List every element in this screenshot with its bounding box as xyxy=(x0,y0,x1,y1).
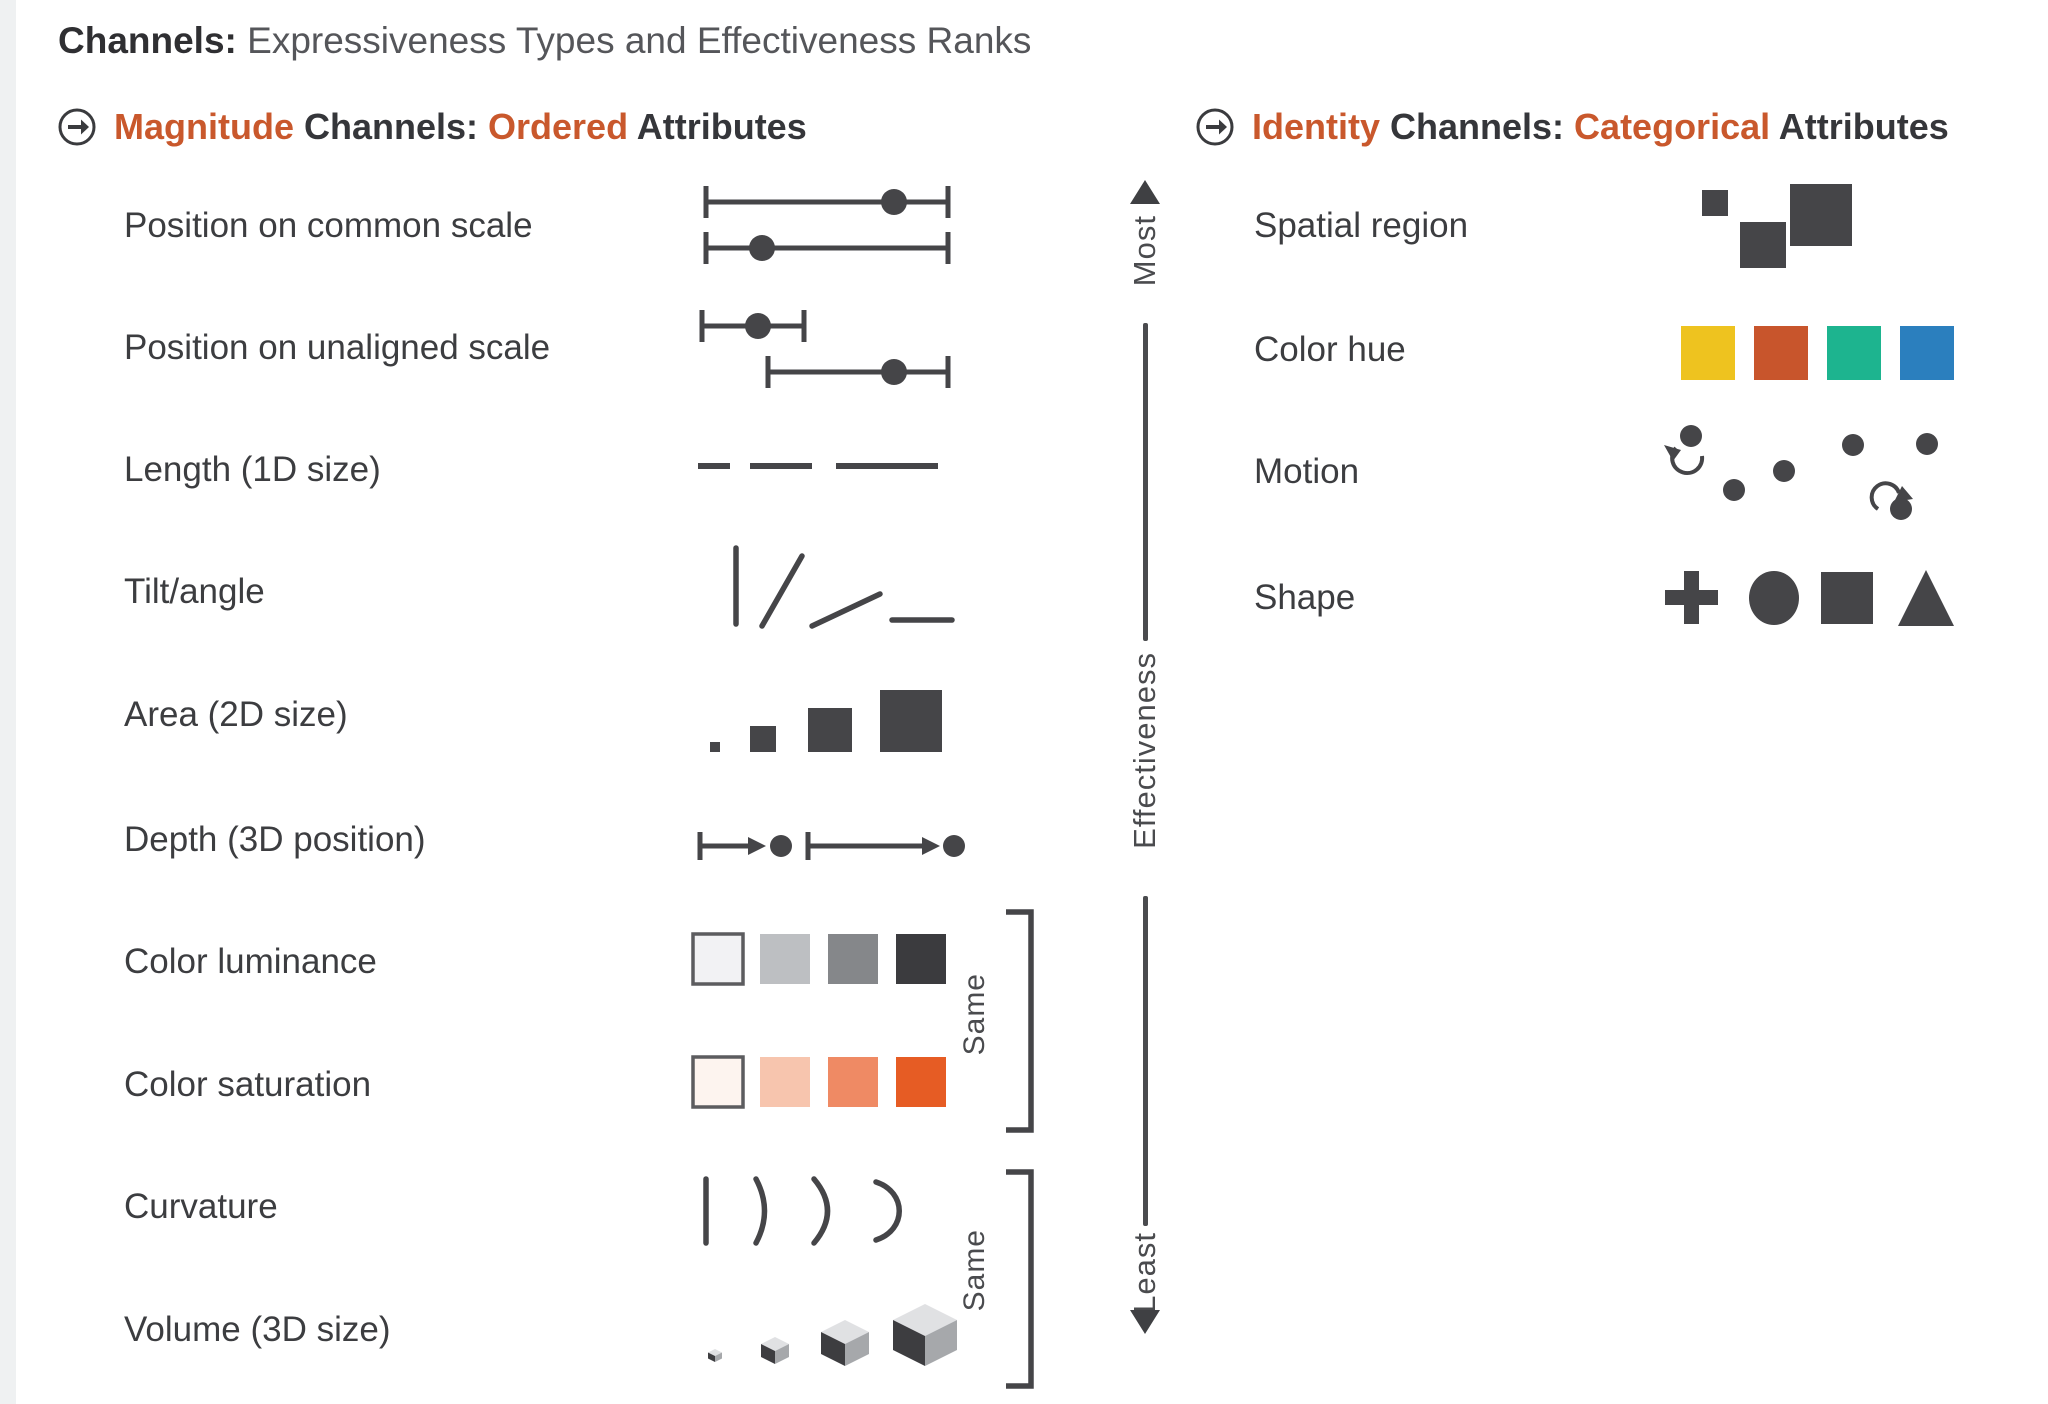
same-bracket-1 xyxy=(1006,909,1034,1133)
row-label-length: Length (1D size) xyxy=(124,450,381,489)
saturation-swatch-1 xyxy=(691,1055,745,1109)
saturation-ramp-glyph xyxy=(691,1055,946,1109)
row-label-position-common: Position on common scale xyxy=(124,206,533,245)
tilted-lines-glyph xyxy=(733,545,955,629)
luminance-swatch-2 xyxy=(760,934,810,984)
unaligned-dot-scales-glyph xyxy=(699,310,951,388)
identity-section-header: Identity Channels: Categorical Attribute… xyxy=(1194,106,1949,148)
sized-cubes-glyph xyxy=(708,1304,957,1366)
row-label-spatial-region: Spatial region xyxy=(1254,206,1469,245)
cube-small xyxy=(761,1337,789,1364)
axis-least-label: Least xyxy=(1127,1232,1162,1313)
magnitude-section-title: Magnitude Channels: Ordered Attributes xyxy=(114,106,807,147)
luminance-ramp-glyph xyxy=(691,932,946,986)
figure-title-rest: Expressiveness Types and Effectiveness R… xyxy=(236,20,1032,61)
row-label-position-unaligned: Position on unaligned scale xyxy=(124,328,551,367)
axis-least-arrow-icon xyxy=(1130,1310,1160,1334)
saturation-swatch-2 xyxy=(760,1057,810,1107)
luminance-swatch-4 xyxy=(896,934,946,984)
axis-most-label: Most xyxy=(1127,215,1162,287)
cube-large xyxy=(893,1304,957,1366)
luminance-swatch-1 xyxy=(691,932,745,986)
row-label-curvature: Curvature xyxy=(124,1187,278,1226)
square-shape xyxy=(1821,572,1873,624)
same-bracket-2 xyxy=(1006,1169,1034,1389)
row-label-color-hue: Color hue xyxy=(1254,330,1406,369)
circle-shape xyxy=(1749,571,1799,625)
circled-right-arrow-icon xyxy=(58,108,96,146)
shape-set-glyph xyxy=(1665,570,1954,626)
same-bracket-2-label: Same xyxy=(958,1229,991,1312)
axis-line-lower xyxy=(1143,896,1148,1226)
cube-tiny xyxy=(708,1349,722,1362)
sized-squares-glyph xyxy=(710,690,942,752)
row-label-saturation: Color saturation xyxy=(124,1065,372,1104)
figure-title-keyword: Channels: xyxy=(58,20,237,61)
row-label-shape: Shape xyxy=(1254,578,1356,617)
row-label-depth: Depth (3D position) xyxy=(124,820,426,859)
luminance-swatch-3 xyxy=(828,934,878,984)
hue-swatch-teal xyxy=(1827,326,1881,380)
plus-shape xyxy=(1665,571,1718,624)
hue-swatches-glyph xyxy=(1681,326,1954,380)
hue-swatch-orange xyxy=(1754,326,1808,380)
row-label-tilt: Tilt/angle xyxy=(124,572,265,611)
row-label-area: Area (2D size) xyxy=(124,695,348,734)
scattered-squares-glyph xyxy=(1702,184,1852,268)
cube-medium xyxy=(821,1320,869,1366)
triangle-shape xyxy=(1898,570,1954,626)
aligned-dot-scales-glyph xyxy=(703,186,951,264)
hue-swatch-yellow xyxy=(1681,326,1735,380)
row-label-volume: Volume (3D size) xyxy=(124,1310,391,1349)
circled-right-arrow-icon xyxy=(1196,108,1234,146)
axis-title: Effectiveness xyxy=(1127,652,1162,849)
saturation-swatch-4 xyxy=(896,1057,946,1107)
saturation-swatch-3 xyxy=(828,1057,878,1107)
row-label-luminance: Color luminance xyxy=(124,942,377,981)
page-edge-strip xyxy=(0,0,16,1404)
magnitude-section-header: Magnitude Channels: Ordered Attributes xyxy=(56,106,807,148)
row-label-motion: Motion xyxy=(1254,452,1360,491)
axis-line-upper xyxy=(1143,323,1148,641)
depth-arrows-glyph xyxy=(697,832,965,860)
figure-title: Channels: Expressiveness Types and Effec… xyxy=(58,20,1031,62)
same-bracket-1-label: Same xyxy=(958,973,991,1056)
moving-dots-glyph xyxy=(1664,425,1938,520)
identity-section-title: Identity Channels: Categorical Attribute… xyxy=(1252,106,1949,147)
curvature-arcs-glyph xyxy=(703,1176,902,1246)
axis-most-arrow-icon xyxy=(1130,180,1160,204)
line-lengths-glyph xyxy=(698,463,938,469)
hue-swatch-blue xyxy=(1900,326,1954,380)
